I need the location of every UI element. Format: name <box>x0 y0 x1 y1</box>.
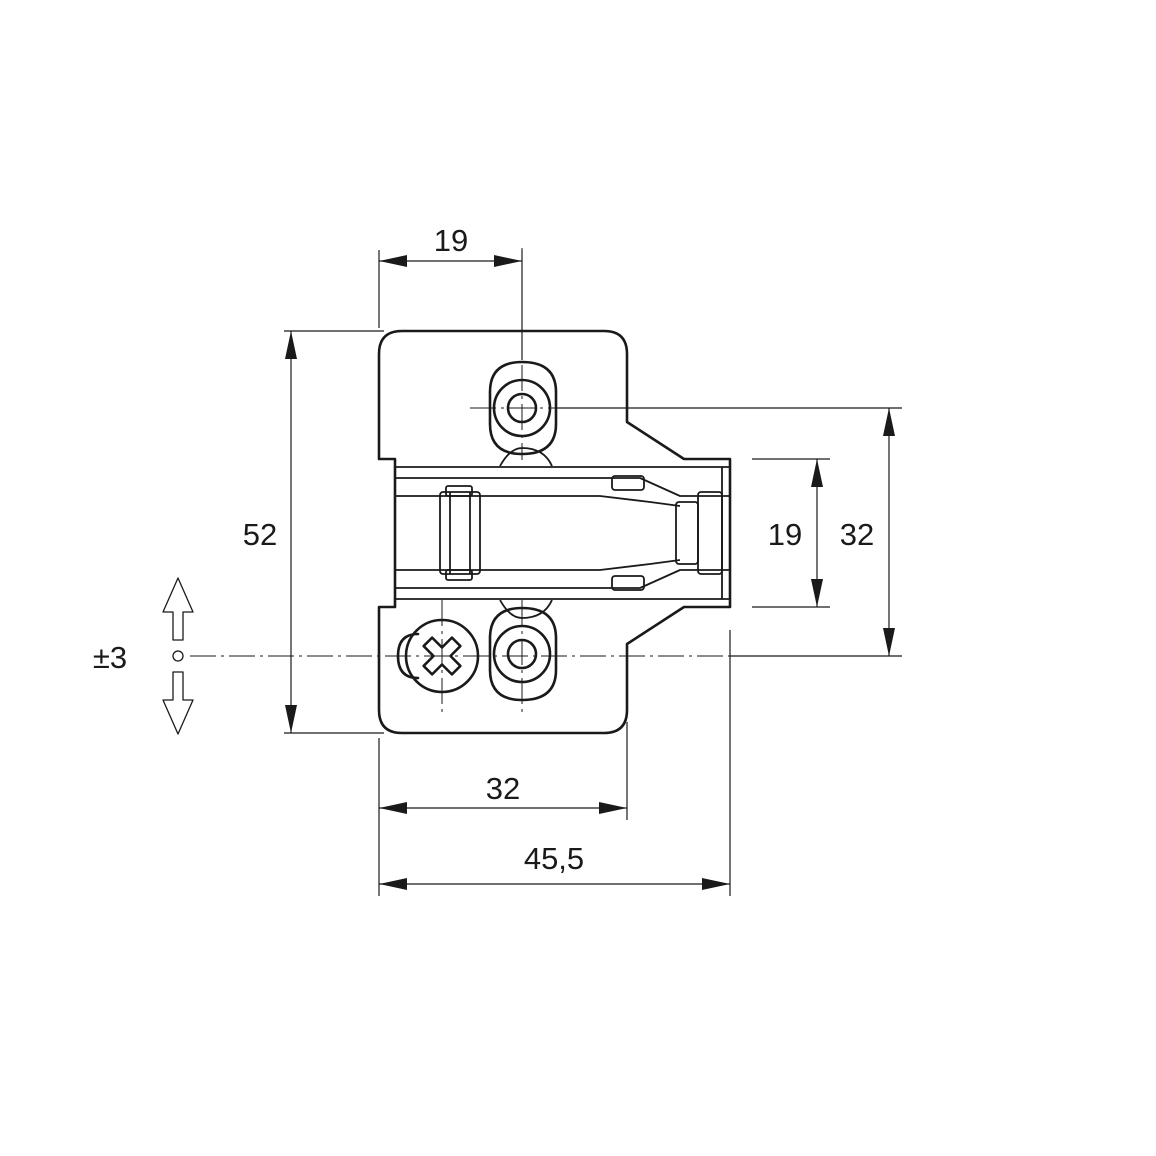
clip-channel <box>395 466 730 600</box>
dim-bottom-32: 32 <box>379 771 627 814</box>
dim-label-bottom-32: 32 <box>486 771 520 806</box>
dim-right-32: 32 <box>840 408 895 656</box>
lower-hole <box>488 599 558 702</box>
axis-lines <box>190 248 730 715</box>
dim-label-right-32: 32 <box>840 517 874 552</box>
adjustment-label: ±3 <box>93 640 127 675</box>
dim-label-height-52: 52 <box>243 517 277 552</box>
dim-bottom-45-5: 45,5 <box>379 841 730 890</box>
dim-label-top-19: 19 <box>434 223 468 258</box>
upper-hole <box>488 360 558 467</box>
mounting-plate <box>377 329 732 735</box>
dim-label-bottom-45-5: 45,5 <box>524 841 584 876</box>
up-down-adjustment-arrows-icon: ±3 <box>93 577 194 735</box>
extension-lines <box>284 250 902 896</box>
dim-height-52: 52 <box>243 331 297 733</box>
plate-upper-outline <box>377 329 732 735</box>
dim-label-right-19: 19 <box>768 517 802 552</box>
dim-top-19: 19 <box>379 223 522 267</box>
dim-right-19: 19 <box>768 459 823 607</box>
